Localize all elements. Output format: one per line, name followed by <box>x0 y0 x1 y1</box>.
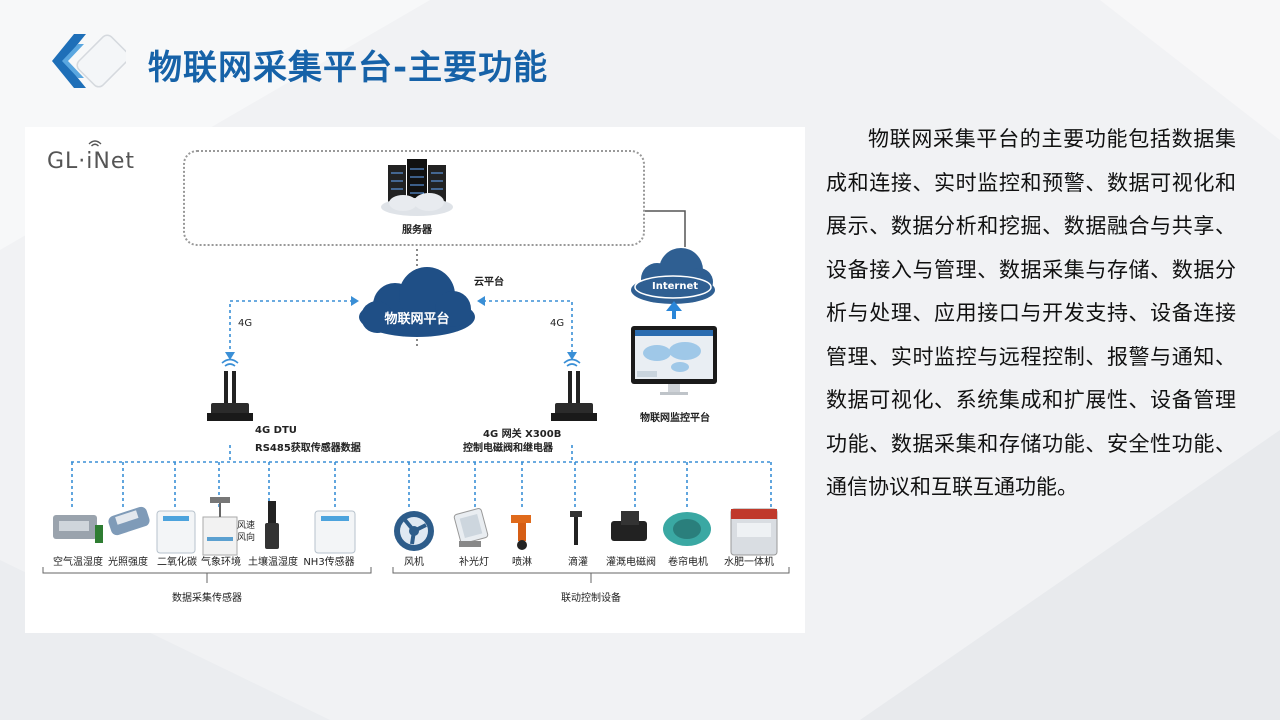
diagram-graphics <box>42 159 790 583</box>
drip-irrigation-icon <box>570 511 582 545</box>
server-label: 服务器 <box>402 225 432 236</box>
fill-light-icon <box>453 508 489 547</box>
sensor-label: NH3传感器 <box>303 557 355 568</box>
server-icon <box>381 159 453 216</box>
co2-sensor-icon <box>156 510 196 554</box>
control-label: 水肥一体机 <box>724 557 774 568</box>
dtu-label: 4G DTU <box>255 425 297 436</box>
fan-icon <box>394 511 434 551</box>
dtu-router-icon <box>207 371 253 421</box>
air-sensor-icon <box>53 515 103 543</box>
brand-logo: GL·iNet <box>47 149 136 174</box>
brand-wifi-icon <box>88 140 102 147</box>
architecture-diagram: GL·iNet <box>25 127 805 633</box>
monitor-icon <box>631 326 717 395</box>
wind-direction-tag: 风向 <box>237 533 256 543</box>
control-label: 喷淋 <box>512 557 532 568</box>
server-region <box>183 150 645 246</box>
monitor-platform-label: 物联网监控平台 <box>640 413 710 424</box>
light-sensor-icon <box>108 506 150 536</box>
dtu-desc: RS485获取传感器数据 <box>255 443 361 454</box>
wind-speed-tag: 风速 <box>237 521 256 531</box>
iot-platform-cloud-icon <box>359 267 475 337</box>
cloud-platform-label: 云平台 <box>474 277 504 288</box>
solenoid-valve-icon <box>611 511 647 541</box>
sensor-label: 土壤温湿度 <box>248 557 298 568</box>
gateway-router-icon <box>551 371 597 421</box>
dtu-wifi-icon <box>221 358 239 367</box>
link-label-left: 4G <box>238 318 253 329</box>
function-description: 物联网采集平台的主要功能包括数据集成和连接、实时监控和预警、数据可视化和展示、数… <box>826 127 1236 499</box>
sensor-label: 空气温湿度 <box>53 557 103 568</box>
link-label-right: 4G <box>550 318 565 329</box>
control-label: 滴灌 <box>568 557 588 568</box>
roller-motor-icon <box>663 512 711 546</box>
control-label: 灌溉电磁阀 <box>606 557 656 568</box>
sensor-group-label: 数据采集传感器 <box>172 593 242 604</box>
internet-label: Internet <box>651 281 699 292</box>
sensor-label: 光照强度 <box>108 557 148 568</box>
gateway-wifi-icon <box>563 358 581 367</box>
gateway-label: 4G 网关 X300B <box>483 429 562 440</box>
control-label: 补光灯 <box>459 557 489 568</box>
soil-sensor-icon <box>265 501 279 549</box>
gateway-desc: 控制电磁阀和继电器 <box>463 443 553 454</box>
sensor-label: 气象环境 <box>201 557 241 568</box>
control-group-label: 联动控制设备 <box>561 593 621 604</box>
weather-sensor-icon <box>202 497 238 556</box>
slide-title: 物联网采集平台-主要功能 <box>148 48 549 88</box>
fertilizer-machine-icon <box>730 508 778 556</box>
slide-logo-icon <box>52 34 126 88</box>
nh3-sensor-icon <box>314 510 356 554</box>
sprinkler-icon <box>511 515 531 550</box>
control-label: 风机 <box>404 557 424 568</box>
control-label: 卷帘电机 <box>668 557 708 568</box>
sensor-label: 二氧化碳 <box>157 557 197 568</box>
iot-platform-label: 物联网平台 <box>384 312 450 327</box>
internet-cloud-icon <box>631 248 715 304</box>
